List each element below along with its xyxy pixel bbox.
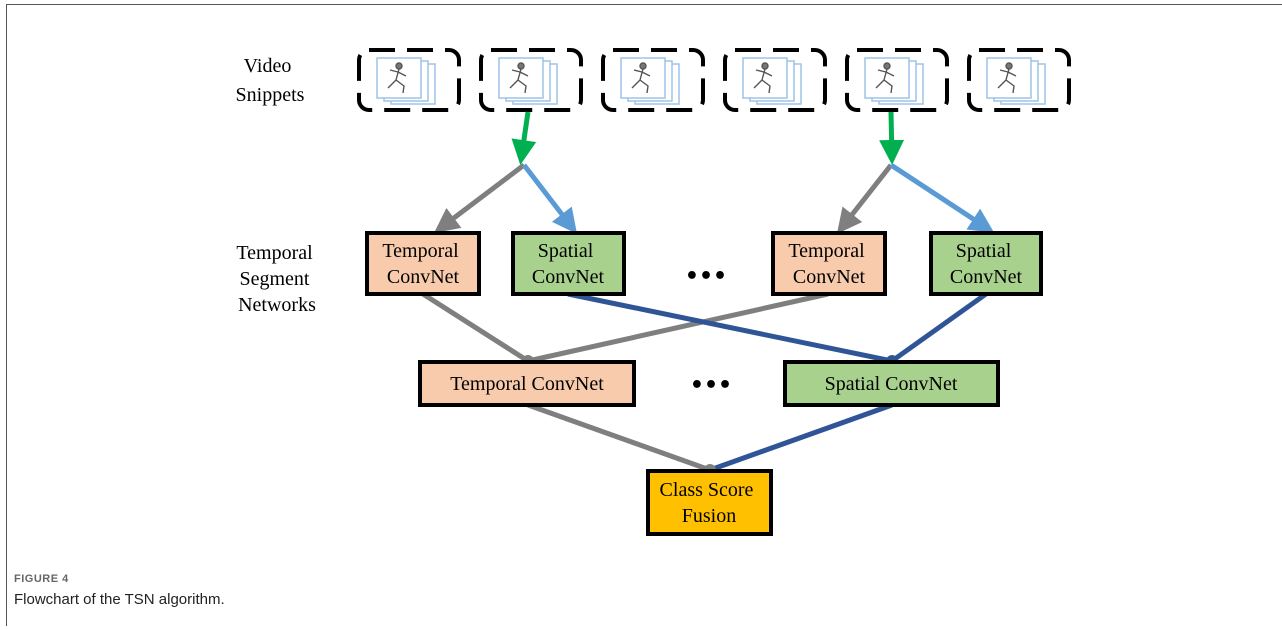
video-snippet <box>845 48 949 112</box>
connections <box>421 111 995 476</box>
video-snippet <box>479 48 583 112</box>
svg-text:Temporal ConvNet: Temporal ConvNet <box>788 240 869 288</box>
figure-caption: FIGURE 4 Flowchart of the TSN algorithm. <box>14 573 225 608</box>
green-arrow-1 <box>511 111 537 165</box>
node-class-score-fusion: Class Score Fusion <box>646 469 773 536</box>
line-spatial2-to-agg <box>890 291 988 364</box>
svg-text:Temporal ConvNet: Temporal ConvNet <box>382 240 463 288</box>
line-spatial-agg-to-fusion <box>709 402 893 473</box>
line-spatial1-to-agg <box>567 291 893 364</box>
svg-text:Class Score Fusion: Class Score Fusion <box>660 479 759 527</box>
figure-label: FIGURE 4 <box>14 573 69 585</box>
gray-arrow-to-temporal-1 <box>434 163 526 234</box>
svg-text:Spatial ConvNet: Spatial ConvNet <box>950 240 1023 288</box>
node-spatial-convnet-2: Spatial ConvNet <box>929 231 1043 296</box>
runner-icon <box>631 62 651 94</box>
gray-arrow-to-temporal-2 <box>836 163 893 234</box>
blue-arrow-to-spatial-1 <box>522 163 578 234</box>
blue-arrow-to-spatial-2 <box>889 162 995 233</box>
frame-thumbnail <box>498 57 544 99</box>
runner-icon <box>997 62 1017 94</box>
line-temporal-agg-to-fusion <box>527 402 711 473</box>
figure-description: Flowchart of the TSN algorithm. <box>14 591 225 608</box>
video-snippets-row <box>357 48 1071 112</box>
figure-frame <box>6 4 1282 626</box>
runner-icon <box>875 62 895 94</box>
runner-icon <box>387 62 407 94</box>
line-temporal2-to-agg <box>527 291 829 364</box>
video-snippet <box>601 48 705 112</box>
node-spatial-convnet-1: Spatial ConvNet <box>511 231 626 296</box>
video-snippets-label: Video Snippets <box>236 55 305 106</box>
node-temporal-convnet-agg: Temporal ConvNet <box>418 360 636 407</box>
green-arrow-2 <box>879 111 905 165</box>
svg-text:Spatial ConvNet: Spatial ConvNet <box>825 373 958 395</box>
svg-text:Spatial ConvNet: Spatial ConvNet <box>532 240 605 288</box>
video-snippet <box>723 48 827 112</box>
ellipsis-row-2: ••• <box>690 373 732 398</box>
tsn-label: Temporal Segment Networks <box>236 242 317 316</box>
runner-icon <box>509 62 529 94</box>
node-spatial-convnet-agg: Spatial ConvNet <box>783 360 1000 407</box>
node-temporal-convnet-1: Temporal ConvNet <box>365 231 481 296</box>
svg-text:Temporal ConvNet: Temporal ConvNet <box>450 373 604 395</box>
video-snippet <box>357 48 461 112</box>
runner-icon <box>753 62 773 94</box>
node-temporal-convnet-2: Temporal ConvNet <box>771 231 887 296</box>
line-temporal1-to-agg <box>421 291 530 364</box>
video-snippet <box>967 48 1071 112</box>
ellipsis-row-1: ••• <box>685 264 727 289</box>
